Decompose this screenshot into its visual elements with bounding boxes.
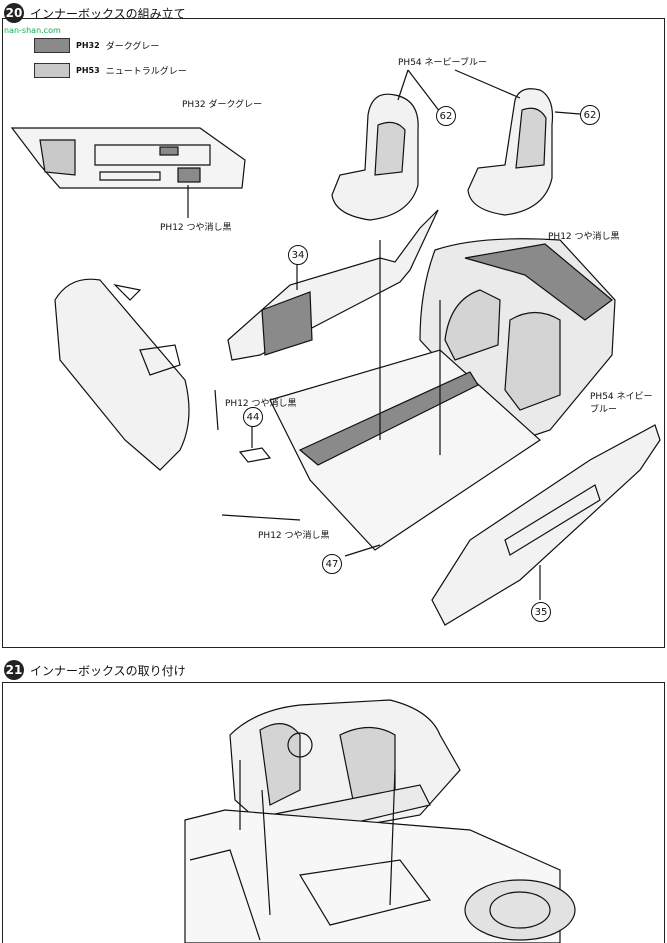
label-rear-navy: PH54 ネイビーブルー: [590, 392, 653, 415]
part-callout-35: 35: [531, 602, 551, 622]
legend-code: PH53: [76, 66, 100, 75]
step-21-header: 21 インナーボックスの取り付け: [4, 660, 186, 680]
watermark: nan-shan.com: [4, 26, 61, 35]
step-20-header: 20 インナーボックスの組み立て: [4, 3, 186, 23]
label-seats-color: PH54 ネービーブルー: [398, 58, 487, 68]
part-callout-34: 34: [288, 245, 308, 265]
part-callout-47: 47: [322, 554, 342, 574]
label-dash-color: PH32 ダークグレー: [182, 100, 263, 110]
label-mid-matte: PH12 つや消し黒: [225, 399, 297, 409]
legend-code: PH32: [76, 41, 100, 50]
swatch-neutral-grey: [34, 63, 70, 78]
part-callout-44: 44: [243, 407, 263, 427]
swatch-dark-grey: [34, 38, 70, 53]
label-floor-matte: PH12 つや消し黒: [258, 531, 330, 541]
step-20-title: インナーボックスの組み立て: [30, 6, 186, 21]
step-21-number: 21: [4, 660, 24, 680]
legend-neutral-grey: PH53 ニュートラルグレー: [34, 63, 187, 78]
label-dash-matte: PH12 つや消し黒: [160, 223, 232, 233]
label-rear-matte: PH12 つや消し黒: [548, 232, 620, 242]
part-callout-62-left: 62: [436, 106, 456, 126]
legend-dark-grey: PH32 ダークグレー: [34, 38, 159, 53]
step-21-title: インナーボックスの取り付け: [30, 663, 186, 678]
legend-text: ニュートラルグレー: [105, 67, 187, 77]
legend-text: ダークグレー: [105, 42, 160, 52]
part-callout-62-right: 62: [580, 105, 600, 125]
step-20-number: 20: [4, 3, 24, 23]
